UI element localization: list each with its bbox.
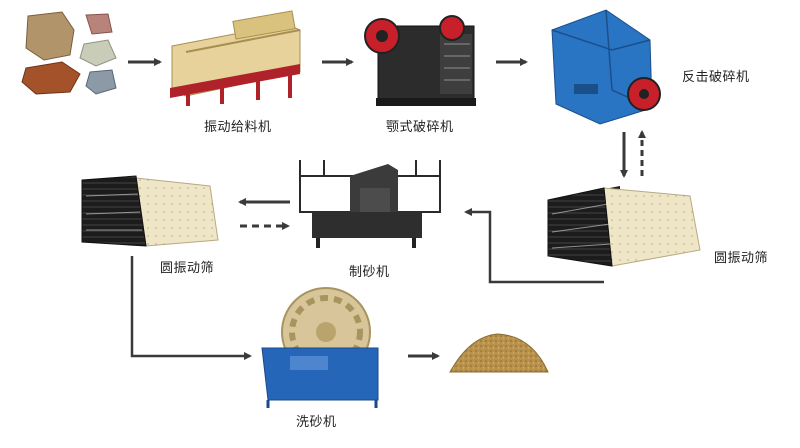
jaw-crusher-machine <box>364 15 476 106</box>
finished-sand-pile-icon <box>449 333 549 373</box>
circular-vibrating-screen-right <box>547 186 701 267</box>
arrow-screen-to-sand-maker <box>464 208 604 284</box>
sand-making-machine <box>299 160 441 248</box>
label-vibrating-feeder: 振动给料机 <box>204 120 272 135</box>
arrow-screen-to-sand-washer <box>130 256 252 360</box>
impact-crusher-machine <box>551 9 661 125</box>
circular-vibrating-screen-left <box>81 175 219 247</box>
label-jaw-crusher: 颚式破碎机 <box>386 120 454 135</box>
raw-material-stones-icon <box>21 11 117 95</box>
label-sand-washer: 洗砂机 <box>296 415 337 430</box>
label-screen-right: 圆振动筛 <box>714 251 768 266</box>
vibrating-feeder-machine <box>170 10 301 106</box>
label-impact-crusher: 反击破碎机 <box>682 70 750 85</box>
label-sand-maker: 制砂机 <box>349 265 390 280</box>
label-screen-left: 圆振动筛 <box>160 261 214 276</box>
sand-washing-machine <box>261 287 379 408</box>
